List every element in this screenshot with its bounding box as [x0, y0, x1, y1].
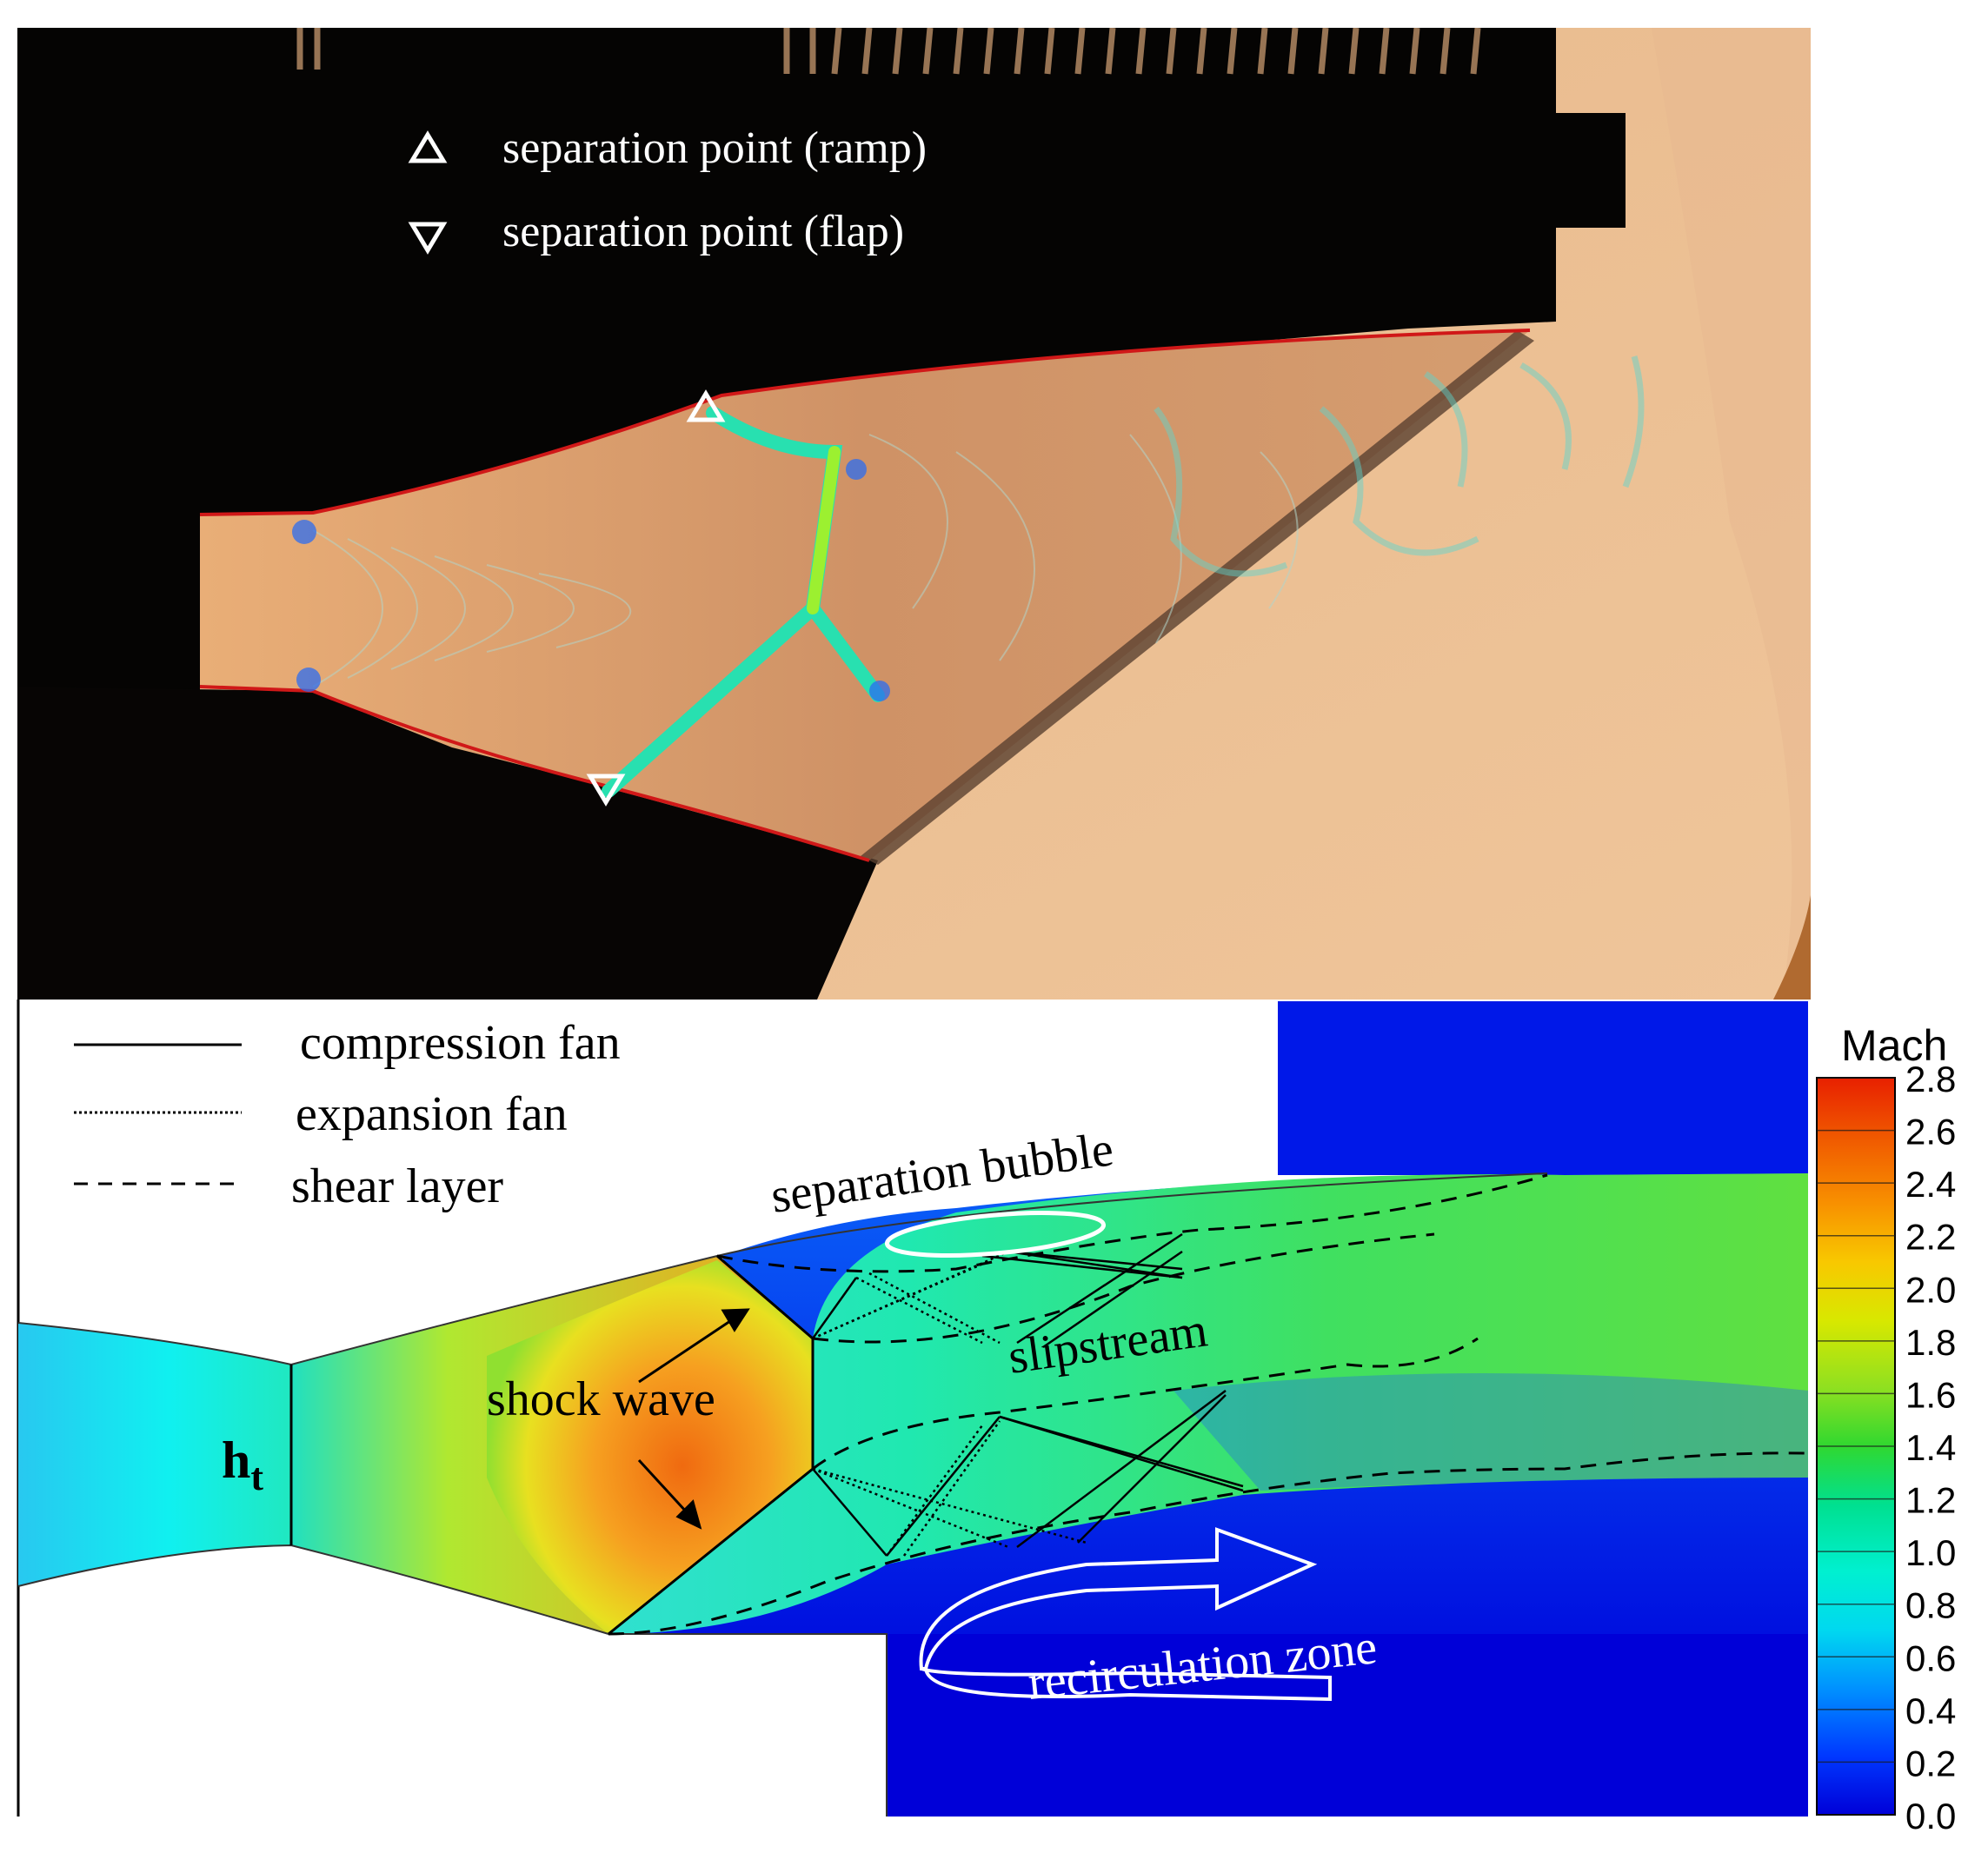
upper-wall-outline: [199, 329, 1531, 516]
schlieren-photo: separation point (ramp) separation point…: [17, 28, 1811, 1000]
lower-cavity-fill: [887, 1634, 1808, 1817]
triangle-down-icon: [408, 222, 448, 255]
lower-wall: [17, 1544, 888, 1817]
nozzle-block-upper: [17, 28, 1626, 1000]
shock-wave-arrows: [637, 1308, 750, 1530]
legend-flap-label: separation point (flap): [502, 207, 904, 256]
colorbar-tick-label: 1.6: [1905, 1374, 1956, 1415]
colorbar-tick-label: 2.2: [1905, 1217, 1956, 1258]
shear-layer-lines: [608, 1173, 1809, 1636]
colorbar-tick-label: 2.6: [1905, 1112, 1956, 1152]
shock-wave-label: shock wave: [487, 1372, 715, 1426]
shock-foot-marks: [292, 459, 890, 701]
triangle-up-icon: [408, 130, 448, 163]
colorbar-tick-label: 1.4: [1905, 1427, 1956, 1468]
colorbar-tick-label: 0.4: [1905, 1690, 1956, 1731]
recirculation-arrow: [919, 1527, 1332, 1702]
colorbar-tick-label: 2.4: [1905, 1164, 1956, 1205]
line-style-legend: compression fan expansion fan shear laye…: [74, 1016, 621, 1213]
window-rim: [1773, 895, 1811, 1000]
throat-section: [18, 1323, 291, 1586]
shock-structure: [602, 406, 885, 798]
probe-stalks: [296, 28, 1481, 75]
colorbar-tick-label: 2.0: [1905, 1269, 1956, 1310]
upper-cavity-fill: [1278, 1001, 1808, 1175]
flow-streaks: [312, 434, 1299, 687]
colorbar-tick-label: 1.0: [1905, 1532, 1956, 1573]
nozzle-block-lower: [17, 687, 878, 1000]
flap-separation-marker: [586, 774, 626, 807]
wake-structures: [1154, 355, 1645, 577]
separation-bubble-ellipse: [884, 1211, 1107, 1258]
legend-ramp-label: separation point (ramp): [502, 123, 927, 173]
mach-colorbar: Mach 2.8 2.6 2.4 2.2 2.0 1.8 1.6 1.4 1.2 1.0 0.8 0.…: [1816, 1021, 1956, 1836]
colorbar-tick-label: 0.8: [1905, 1585, 1956, 1626]
colorbar-ticks: 2.8 2.6 2.4 2.2 2.0 1.8 1.6 1.4 1.2 1.0 0.8 0.6 0.4 0…: [1817, 1059, 1956, 1836]
colorbar-title: Mach: [1841, 1021, 1947, 1070]
legend-shear-label: shear layer: [291, 1159, 503, 1213]
photo-edge: [1652, 28, 1811, 1000]
colorbar-tick-label: 1.8: [1905, 1322, 1956, 1363]
colorbar-tick-label: 0.2: [1905, 1743, 1956, 1783]
shock-wave-line: [608, 1254, 814, 1636]
mach-core: [487, 1260, 813, 1634]
photo-legend: separation point (ramp) separation point…: [408, 123, 927, 256]
throat-height-label: ht: [222, 1431, 263, 1498]
cfd-panel: separation bubble slipstream shock wave …: [17, 1000, 1956, 1836]
upper-wall: [17, 1172, 1548, 1366]
legend-expansion-label: expansion fan: [296, 1087, 568, 1141]
colorbar-tick-label: 0.0: [1905, 1796, 1956, 1836]
nozzle-interior: [200, 330, 1530, 860]
colorbar-tick-label: 1.2: [1905, 1480, 1956, 1521]
jet-lower-edge: [1174, 1373, 1808, 1491]
flap-plate: [861, 330, 1534, 865]
legend-compression-label: compression fan: [300, 1016, 621, 1070]
colorbar-tick-label: 2.8: [1905, 1059, 1956, 1099]
ramp-separation-marker: [686, 389, 726, 422]
colorbar-tick-label: 0.6: [1905, 1637, 1956, 1678]
